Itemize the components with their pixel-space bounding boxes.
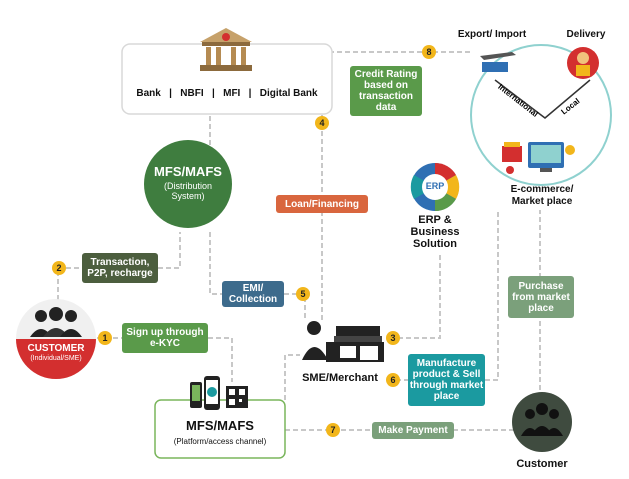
mfs-distribution-subtitle: (Distribution System) xyxy=(163,181,212,201)
customer-left-title: CUSTOMER xyxy=(27,343,85,354)
erp-title: ERP & Business Solution xyxy=(410,214,460,250)
mfs-platform-title: MFS/MAFS xyxy=(186,418,254,433)
step-3: 3 xyxy=(386,331,400,345)
step-2: 2 xyxy=(52,261,66,275)
online-shop-icon xyxy=(500,138,580,178)
shop-merchant-icon xyxy=(300,316,386,364)
mfs-distribution-title: MFS/MAFS xyxy=(154,164,222,179)
ecommerce-title: E-commerce/ Market place xyxy=(510,184,574,207)
credit-rating-label: Credit Rating based on transaction data xyxy=(350,66,422,116)
step-1: 1 xyxy=(98,331,112,345)
sme-merchant-title: SME/Merchant xyxy=(302,372,378,384)
export-import-label: Export/ Import xyxy=(457,29,527,40)
delivery-person-icon xyxy=(566,46,600,80)
cargo-plane-icon xyxy=(478,48,518,74)
step-4: 4 xyxy=(315,116,329,130)
purchase-label: Purchase from market place xyxy=(508,276,574,318)
customer-right-title: Customer xyxy=(516,458,568,470)
step-5: 5 xyxy=(296,287,310,301)
customer-left-subtitle: (Individual/SME) xyxy=(30,355,82,362)
step-8: 8 xyxy=(422,45,436,59)
make-payment-label: Make Payment xyxy=(372,422,454,439)
bank-building-icon xyxy=(198,26,254,74)
emi-collection-label: EMI/ Collection xyxy=(222,281,284,307)
loan-financing-label: Loan/Financing xyxy=(276,195,368,213)
signup-ekyc-label: Sign up through e-KYC xyxy=(122,323,208,353)
customer-group-icon xyxy=(512,392,572,452)
step-6: 6 xyxy=(386,373,400,387)
transaction-label: Transaction, P2P, recharge xyxy=(82,253,158,283)
mfs-distribution-circle: MFS/MAFS (Distribution System) xyxy=(144,140,232,228)
mfs-platform-subtitle: (Platform/access channel) xyxy=(173,437,267,446)
manufacture-label: Manufacture product & Sell through marke… xyxy=(408,354,485,406)
erp-icon-text: ERP xyxy=(425,181,445,191)
delivery-label: Delivery xyxy=(566,29,606,40)
mobile-phone-qr-icon xyxy=(188,372,252,412)
bank-label: Bank | NBFI | MFI | Digital Bank xyxy=(136,88,318,99)
erp-wheel-icon xyxy=(410,162,460,212)
shop-sign: SHOP xyxy=(350,319,368,325)
step-7: 7 xyxy=(326,423,340,437)
customer-left-circle: CUSTOMER (Individual/SME) xyxy=(16,299,96,379)
people-group-icon xyxy=(26,307,86,337)
